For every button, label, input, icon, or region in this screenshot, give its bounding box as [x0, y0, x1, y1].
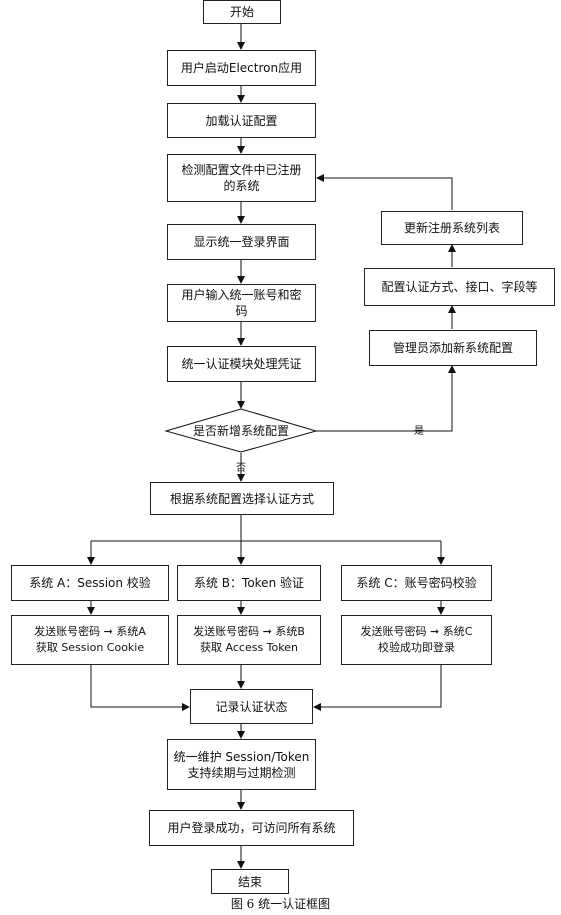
send-a-box: 发送账号密码 ➞ 系统A 获取 Session Cookie [11, 615, 169, 665]
decision-diamond [164, 408, 318, 453]
update-system-list-box: 更新注册系统列表 [381, 211, 523, 245]
end-node: 结束 [211, 869, 289, 894]
launch-app-box: 用户启动Electron应用 [167, 50, 316, 86]
admin-add-config-box: 管理员添加新系统配置 [369, 330, 537, 366]
arrow-send-a-to-record [90, 665, 190, 711]
maintain-session-box: 统一维护 Session/Token 支持续期与过期检测 [167, 739, 316, 790]
record-state-box: 记录认证状态 [190, 689, 313, 724]
system-b-box: 系统 B：Token 验证 [177, 565, 321, 601]
system-c-box: 系统 C：账号密码校验 [341, 565, 492, 601]
arrow-send-c-to-record [313, 665, 442, 711]
show-login-box: 显示统一登录界面 [167, 224, 316, 260]
send-b-box: 发送账号密码 ➞ 系统B 获取 Access Token [177, 615, 321, 665]
config-auth-method-box: 配置认证方式、接口、字段等 [364, 268, 555, 306]
login-success-box: 用户登录成功，可访问所有系统 [149, 810, 354, 846]
edge-label-no: 否 [236, 463, 246, 474]
start-node: 开始 [203, 0, 281, 24]
send-c-box: 发送账号密码 ➞ 系统C 校验成功即登录 [341, 615, 492, 665]
select-auth-method-box: 根据系统配置选择认证方式 [150, 482, 334, 515]
figure-caption: 图 6 统一认证框图 [230, 897, 331, 911]
arrow-update-to-detect [316, 174, 453, 210]
input-credentials-box: 用户输入统一账号和密码 [167, 284, 316, 322]
auth-module-box: 统一认证模块处理凭证 [167, 346, 316, 382]
load-config-box: 加载认证配置 [167, 103, 316, 138]
decision-text: 是否新增系统配置 [192, 424, 289, 438]
detect-systems-box: 检测配置文件中已注册的系统 [167, 154, 316, 202]
edge-label-yes: 是 [414, 426, 424, 437]
arrow-yes-to-admin [313, 365, 456, 432]
system-a-box: 系统 A：Session 校验 [11, 565, 169, 601]
